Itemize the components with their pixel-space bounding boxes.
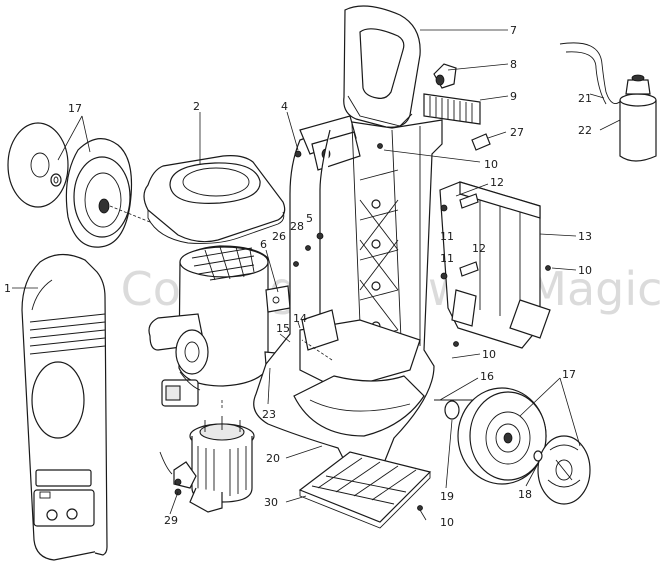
callout-6: 6 [260,238,267,251]
callout-2: 2 [193,100,200,113]
callout-10-base: 10 [440,516,454,529]
part-9-grille [423,93,481,125]
callout-23: 23 [262,408,276,421]
callout-21: 21 [578,92,592,105]
callout-11-lower: 11 [440,252,454,265]
callout-1: 1 [4,282,11,295]
callout-12-lower: 12 [472,242,486,255]
callout-17-right: 17 [562,368,576,381]
callout-10-top: 10 [484,158,498,171]
screws [293,143,551,347]
part-17-hubcap-right [533,435,591,505]
callout-18: 18 [518,488,532,501]
part-20-chassis [253,115,443,472]
callout-15: 15 [276,322,290,335]
part-7-handle [343,5,421,128]
pump-assembly [159,400,255,513]
callout-26: 26 [272,230,286,243]
callout-13: 13 [578,230,592,243]
callout-17-left: 17 [68,102,82,115]
callout-19: 19 [440,490,454,503]
callout-8: 8 [510,58,517,71]
part-8-knob [433,63,457,89]
callout-30: 30 [264,496,278,509]
callout-28: 28 [290,220,304,233]
callout-14: 14 [293,312,307,325]
leader-lines [12,29,621,521]
part-17-wheel-left [7,122,151,248]
callout-27: 27 [510,126,524,139]
callout-4: 4 [281,100,288,113]
callout-22: 22 [578,124,592,137]
callout-labels: 1 2 4 5 6 7 8 9 10 10 10 10 11 11 12 12 … [4,24,592,529]
part-30-base-plate [298,451,432,529]
callout-9: 9 [510,90,517,103]
part-13-rear-bracket [439,181,551,349]
callout-10-bracket: 10 [578,264,592,277]
part-2-top-cover [143,155,286,244]
callout-11-upper: 11 [440,230,454,243]
callout-20: 20 [266,452,280,465]
callout-12-upper: 12 [490,176,504,189]
callout-16: 16 [480,370,494,383]
part-1-front-cover [21,253,108,561]
callout-29: 29 [164,514,178,527]
callout-10-chassis: 10 [482,348,496,361]
part-27-connector [471,133,491,151]
motor-assembly [148,245,304,407]
callout-5: 5 [306,212,313,225]
part-22-detergent-bottle [619,74,657,162]
part-21-hose [559,42,623,105]
callout-7: 7 [510,24,517,37]
